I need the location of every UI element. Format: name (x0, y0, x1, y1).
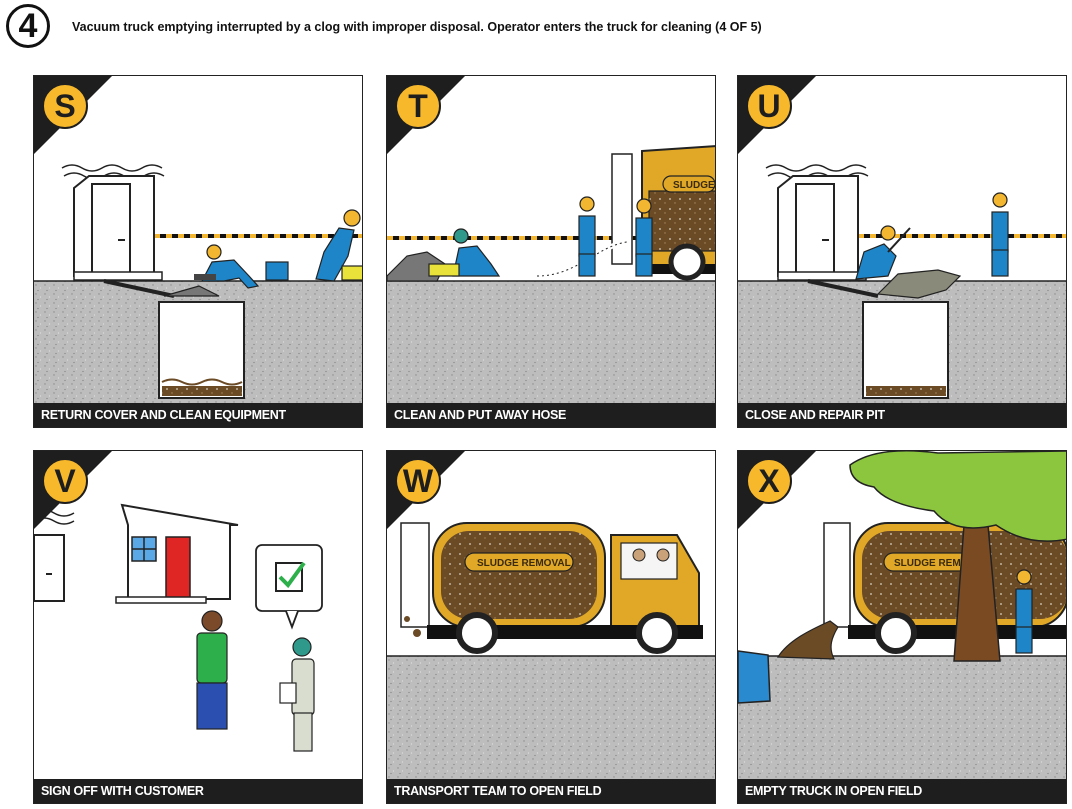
panel-letter-badge: T (395, 83, 441, 129)
panel-x: SLUDGE REMO X EMPTY TRUCK IN OPEN FIELD (737, 450, 1067, 804)
scene-empty-truck: SLUDGE REMO (738, 451, 1066, 781)
panel-letter-badge: S (42, 83, 88, 129)
panel-w: SLUDGE REMOVAL W TRANSPORT TEAM TO OPEN … (386, 450, 716, 804)
door (165, 536, 191, 600)
scene-sign-off (34, 503, 323, 752)
customer-house (115, 503, 239, 604)
speech-bubble (255, 544, 323, 630)
helmet (292, 637, 312, 657)
caution-tape (848, 234, 1066, 238)
tree (849, 451, 1066, 662)
panel-caption: EMPTY TRUCK IN OPEN FIELD (738, 779, 1066, 803)
panel-caption: RETURN COVER AND CLEAN EQUIPMENT (34, 403, 362, 427)
ground (387, 656, 715, 781)
worker-kneeling (194, 244, 260, 289)
caution-tape (387, 236, 637, 240)
wheel (875, 612, 917, 654)
wash-basin (428, 263, 460, 277)
vacuum-truck: SLUDGE (611, 145, 715, 281)
helmet (453, 228, 469, 244)
panel-caption: TRANSPORT TEAM TO OPEN FIELD (387, 779, 715, 803)
truck-label-plate (464, 552, 574, 572)
vacuum-truck: SLUDGE REMOVAL (400, 522, 703, 654)
cab-window (620, 542, 678, 580)
panel-u: U CLOSE AND REPAIR PIT (737, 75, 1067, 428)
panel-t: SLUDGE T CLEAN AND PUT AWAY HOSE (386, 75, 716, 428)
helmet (636, 198, 652, 214)
clipboard (279, 682, 297, 704)
panel-letter-badge: U (746, 83, 792, 129)
scene-repair-pit (738, 164, 1066, 406)
hose-reel (400, 522, 430, 628)
scene-transport: SLUDGE REMOVAL (387, 522, 715, 781)
check-icon (278, 561, 306, 589)
cement-mound (876, 269, 962, 299)
helmet (992, 192, 1008, 208)
worker-standing (1015, 569, 1033, 654)
truck-label: SLUDGE REMOVAL (477, 558, 571, 569)
wheel (636, 612, 678, 654)
panel-s: S RETURN COVER AND CLEAN EQUIPMENT (33, 75, 363, 428)
panel-letter-badge: W (395, 458, 441, 504)
header: 4 Vacuum truck emptying interrupted by a… (0, 0, 1072, 60)
worker-kneeling-shovel (855, 225, 911, 280)
wheel (668, 243, 706, 281)
panel-caption: CLOSE AND REPAIR PIT (738, 403, 1066, 427)
helmet (343, 209, 361, 227)
water-pool (738, 650, 771, 704)
ground (738, 656, 1066, 781)
panel-letter-badge: V (42, 458, 88, 504)
customer (196, 610, 228, 730)
worker-bending (265, 209, 362, 282)
pit (103, 279, 245, 399)
helmet (880, 225, 896, 241)
helmet (579, 196, 595, 212)
wheel (456, 612, 498, 654)
ground (387, 281, 715, 406)
shovel (887, 227, 911, 253)
worker-standing-2 (635, 198, 653, 277)
tree-canopy (849, 451, 1066, 542)
truck-label: SLUDGE REMO (894, 558, 969, 569)
scene-clean-hose: SLUDGE (387, 145, 715, 406)
latrine (61, 164, 165, 281)
panel-v: V SIGN OFF WITH CUSTOMER (33, 450, 363, 804)
operator-with-clipboard (279, 637, 315, 752)
blue-bucket (265, 261, 289, 281)
bucket (341, 265, 362, 281)
panel-letter-badge: X (746, 458, 792, 504)
worker-standing (991, 192, 1009, 277)
scene-return-cover (34, 164, 362, 406)
step-number-badge: 4 (6, 4, 50, 48)
truck-label: SLUDGE (673, 180, 715, 191)
hose-reel (823, 522, 851, 628)
worker-kneeling (428, 228, 501, 277)
panel-caption: SIGN OFF WITH CUSTOMER (34, 779, 362, 803)
latrine (765, 164, 869, 281)
helmet (206, 244, 222, 260)
helmet (1016, 569, 1032, 585)
hose-reel (611, 153, 633, 265)
panel-caption: CLEAN AND PUT AWAY HOSE (387, 403, 715, 427)
pit (807, 269, 962, 399)
page-title: Vacuum truck emptying interrupted by a c… (72, 20, 762, 34)
truck-label-plate (662, 175, 715, 193)
worker-standing-1 (578, 196, 596, 277)
caution-tape (144, 234, 362, 238)
sludge-discharge (776, 620, 839, 660)
